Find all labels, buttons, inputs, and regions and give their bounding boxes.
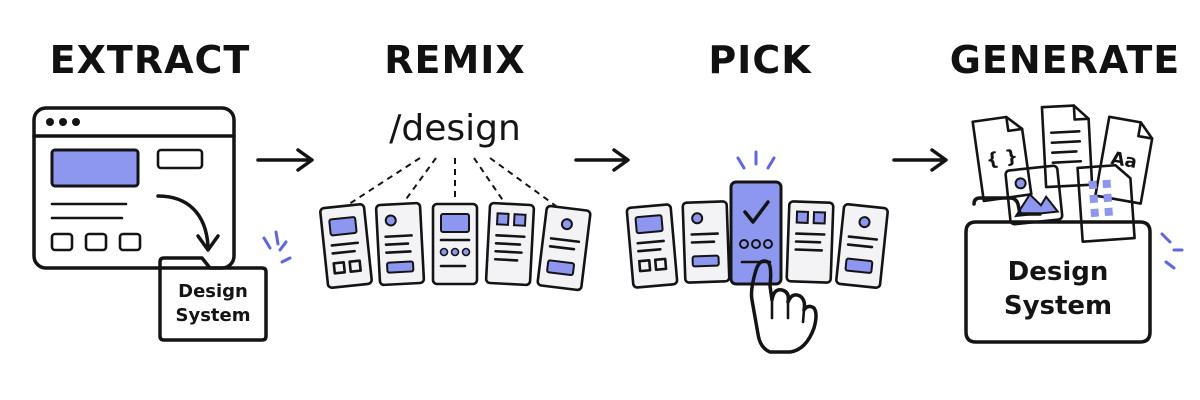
arrow-extract-to-remix: [256, 148, 314, 172]
code-glyph: { }: [985, 146, 1020, 171]
selected-card: [729, 180, 783, 286]
browser-window-icon: [32, 106, 236, 270]
extract-folder-line2: System: [176, 305, 251, 326]
pick-card-1: [625, 203, 679, 289]
curved-arrow-icon: [156, 194, 220, 252]
dashed-connectors: [345, 157, 557, 207]
extract-folder-line1: Design: [178, 281, 248, 302]
font-file-icon: Aa: [1094, 115, 1154, 205]
step-title-pick: PICK: [708, 38, 812, 82]
generate-sparkle-icon: [1160, 232, 1184, 270]
arrow-remix-to-pick: [574, 148, 630, 172]
sparkle-icon: [262, 230, 292, 264]
step-title-remix: REMIX: [384, 38, 526, 82]
remix-illustration: /design: [319, 108, 592, 292]
code-file-icon: { }: [971, 115, 1033, 203]
arrow-pick-to-generate: [892, 148, 948, 172]
font-glyph: Aa: [1109, 148, 1138, 173]
grid-file-icon: [1076, 163, 1136, 244]
extract-illustration: Design System: [32, 106, 292, 342]
remix-card-3: [431, 202, 479, 286]
text-file-icon: [1040, 104, 1094, 189]
remix-card-1: [319, 203, 373, 289]
step-title-generate: GENERATE: [949, 38, 1181, 82]
remix-card-4: [484, 201, 536, 287]
pick-illustration: [625, 150, 889, 354]
step-title-extract: EXTRACT: [49, 38, 251, 82]
generate-folder-line1: Design: [1008, 257, 1109, 287]
large-folder-icon: Design System: [964, 196, 1152, 344]
pick-card-4: [785, 200, 835, 284]
folder-icon: Design System: [158, 256, 268, 342]
pick-card-2: [681, 200, 731, 284]
remix-card-2: [374, 201, 426, 287]
pointing-hand-icon: [749, 259, 818, 354]
pick-card-5: [835, 203, 889, 289]
generate-illustration: { } Aa: [964, 104, 1184, 344]
generate-folder-line2: System: [1004, 291, 1112, 321]
remix-command: /design: [389, 108, 521, 149]
remix-card-5: [536, 204, 592, 292]
selection-sparkle-icon: [736, 150, 776, 170]
